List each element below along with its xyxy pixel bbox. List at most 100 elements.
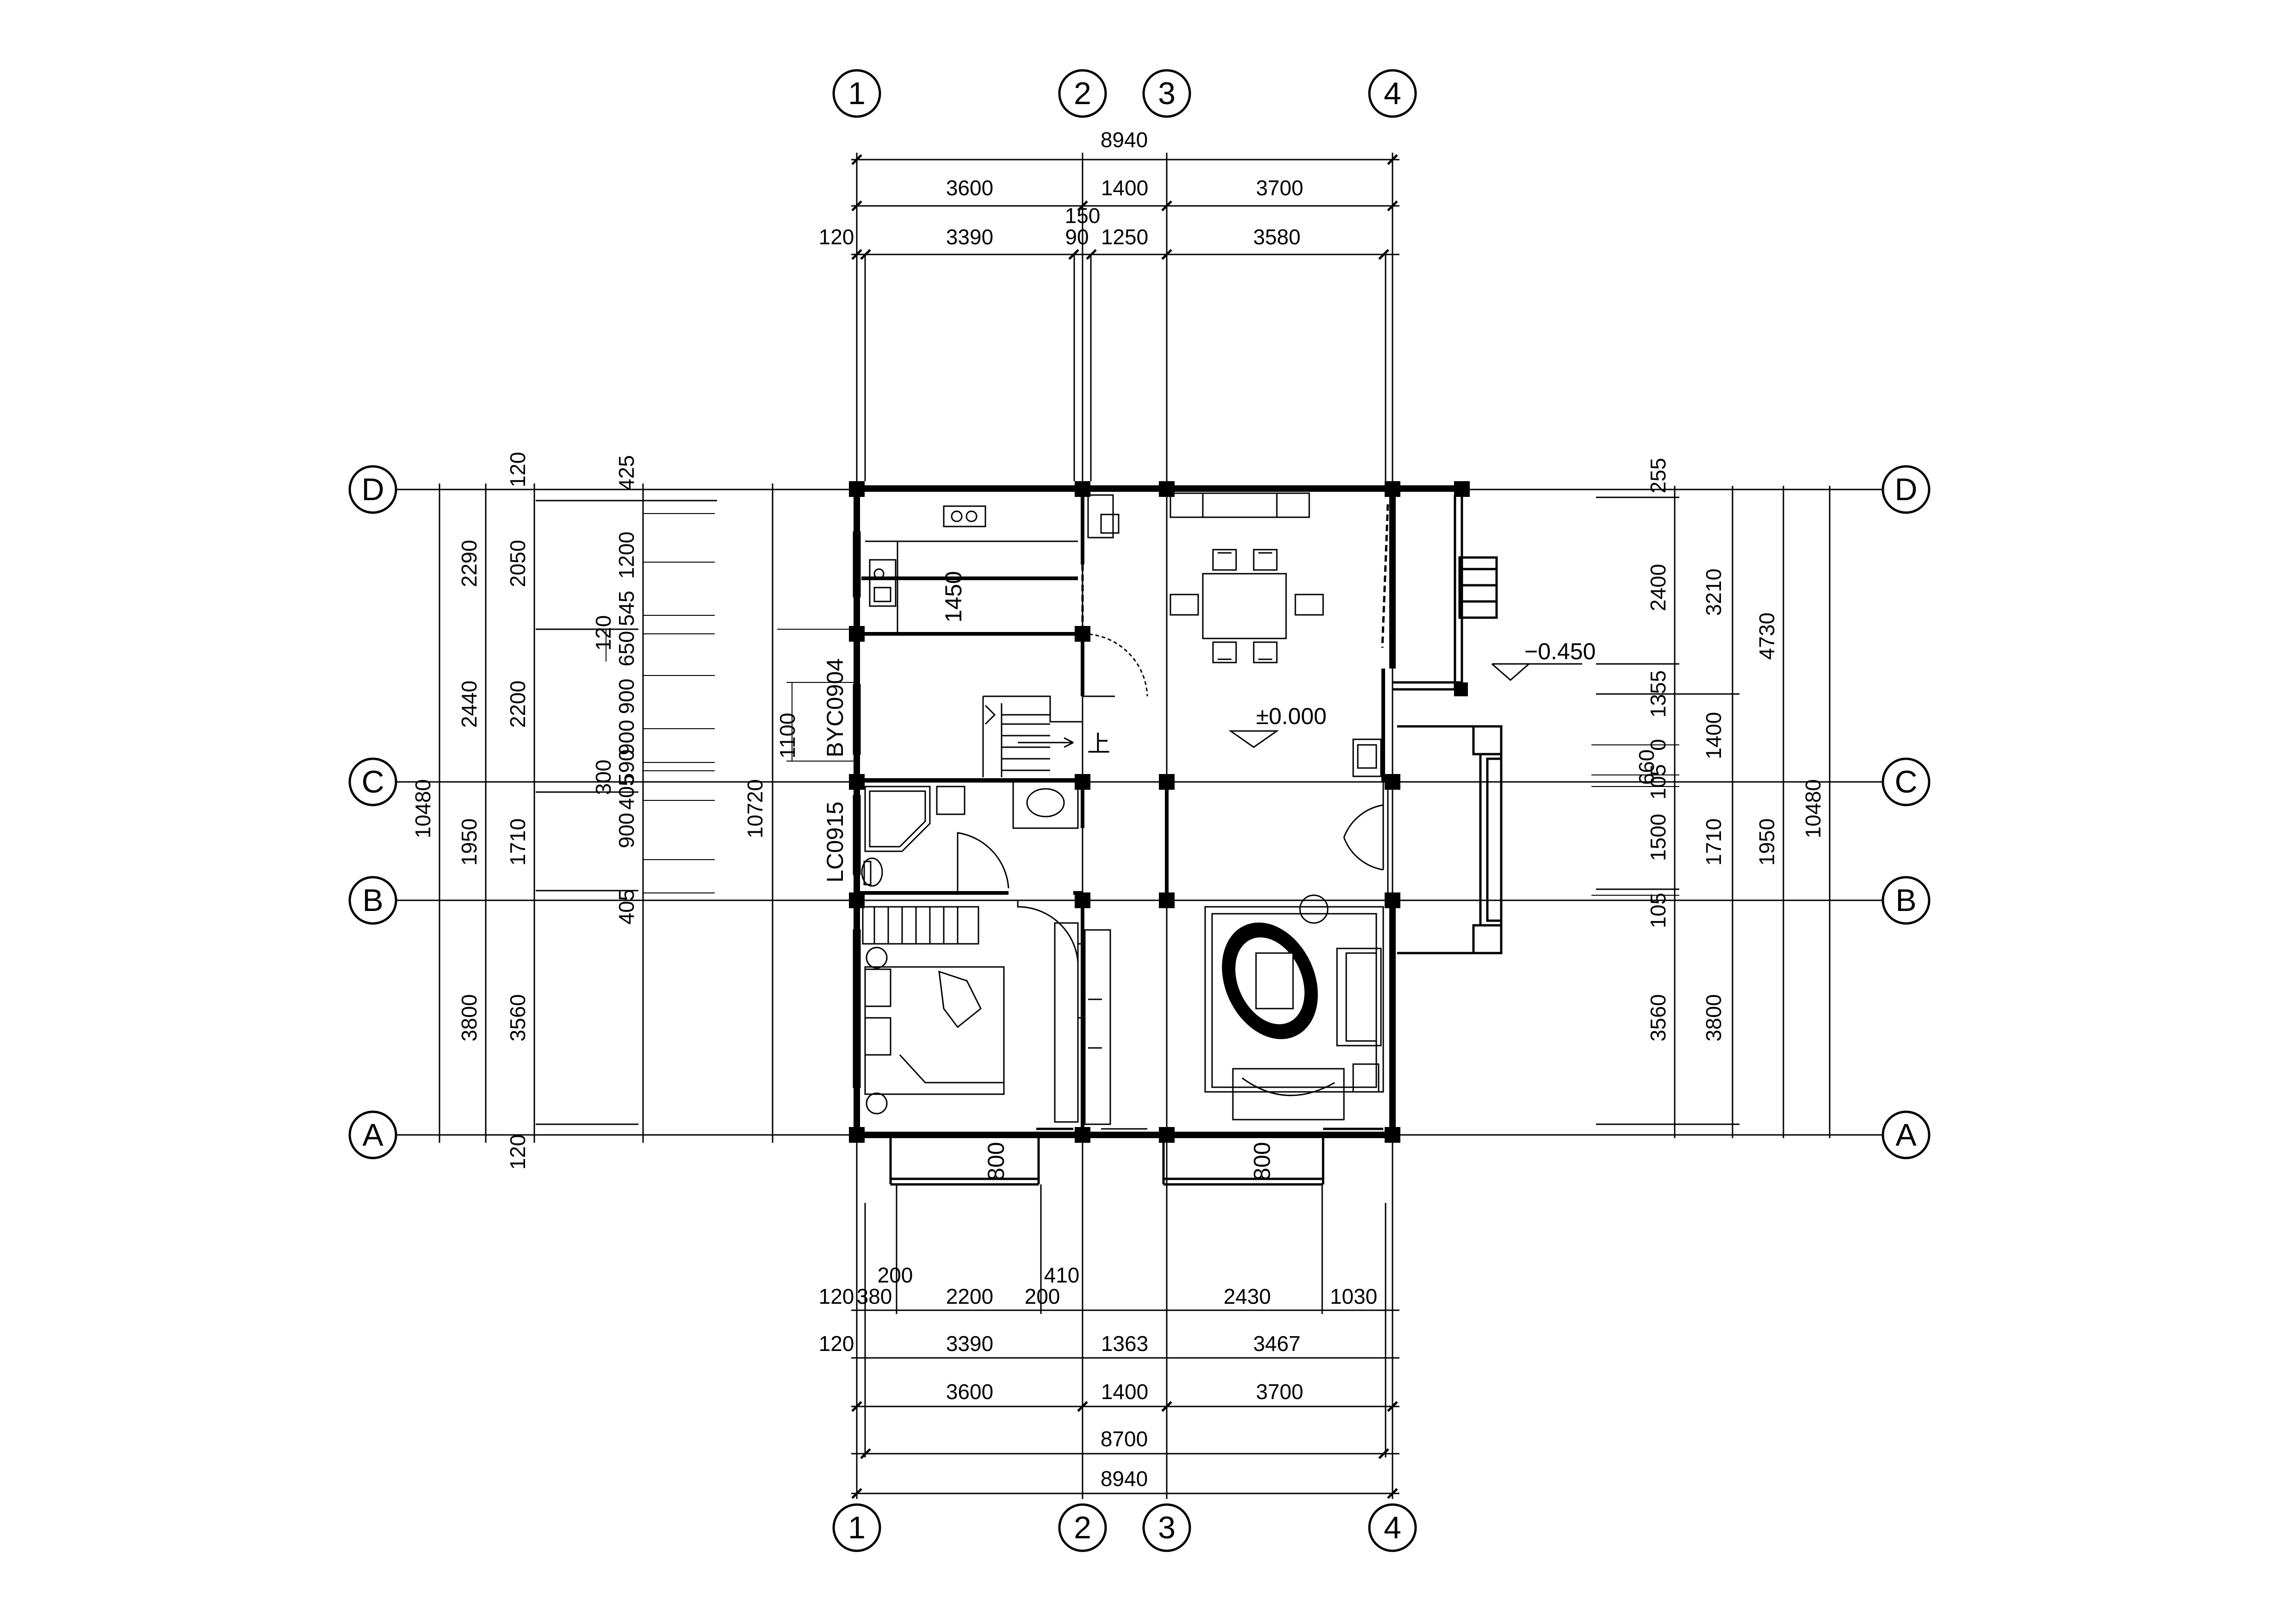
svg-text:105: 105	[1646, 893, 1670, 929]
svg-text:2440: 2440	[457, 681, 481, 728]
interior-walls	[857, 489, 1385, 1135]
svg-text:1950: 1950	[457, 818, 481, 866]
axis-bubble-A-left: A	[348, 1110, 397, 1159]
axis-bubble-4-top: 4	[1368, 69, 1417, 118]
svg-text:150: 150	[1065, 204, 1101, 228]
svg-text:2200: 2200	[946, 1284, 993, 1308]
doors	[957, 504, 1389, 972]
svg-text:2: 2	[1074, 76, 1091, 111]
svg-text:545: 545	[614, 591, 638, 626]
svg-text:3600: 3600	[946, 1380, 993, 1404]
svg-text:2: 2	[1074, 1510, 1091, 1545]
svg-text:0: 0	[1646, 739, 1670, 751]
svg-text:3700: 3700	[1256, 176, 1303, 200]
top-dimensions	[851, 154, 1399, 481]
porch-dim-left: 800	[983, 1142, 1009, 1180]
level-exterior: −0.450	[1524, 638, 1596, 664]
svg-text:1710: 1710	[1702, 818, 1726, 866]
svg-text:2400: 2400	[1646, 564, 1670, 611]
axis-bubble-3-top: 3	[1142, 69, 1191, 118]
svg-text:1400: 1400	[1101, 1380, 1148, 1404]
svg-text:2200: 2200	[506, 681, 530, 728]
svg-text:10720: 10720	[743, 779, 767, 838]
axis-bubble-B-right: B	[1881, 876, 1931, 925]
svg-text:10480: 10480	[411, 779, 435, 838]
svg-text:410: 410	[1044, 1263, 1080, 1287]
svg-text:1400: 1400	[1101, 176, 1148, 200]
svg-text:1250: 1250	[1101, 225, 1148, 249]
axis-bubble-4-bottom: 4	[1368, 1503, 1417, 1552]
axis-bubble-B-left: B	[348, 876, 397, 925]
svg-text:3580: 3580	[1253, 225, 1300, 249]
plan-labels: 1450 BYC0904 LC0915 上 ±0.000 −0.450 800 …	[822, 571, 1596, 1180]
svg-text:120: 120	[819, 1332, 854, 1356]
svg-text:4730: 4730	[1755, 613, 1779, 660]
svg-text:A: A	[1895, 1117, 1917, 1152]
svg-text:3560: 3560	[506, 994, 530, 1041]
bathroom-fixtures	[861, 781, 1079, 887]
kitchen-dimension: 1450	[941, 571, 966, 622]
axis-bubble-1-bottom: 1	[832, 1503, 881, 1552]
svg-text:200: 200	[1025, 1284, 1060, 1308]
svg-text:C: C	[1894, 764, 1917, 799]
axis-bubble-1-top: 1	[832, 69, 881, 118]
svg-text:590: 590	[614, 750, 638, 785]
left-dimension-text: 10480 10720 2290 2440 1950 3800 2050 220…	[411, 452, 799, 1170]
svg-text:900: 900	[614, 813, 638, 849]
svg-text:8940: 8940	[1101, 1467, 1148, 1491]
svg-text:2430: 2430	[1224, 1284, 1271, 1308]
svg-text:3: 3	[1158, 76, 1176, 111]
axis-bubble-3-bottom: 3	[1142, 1503, 1191, 1552]
svg-text:120: 120	[506, 1134, 530, 1170]
svg-text:1500: 1500	[1646, 814, 1670, 861]
svg-text:3: 3	[1158, 1510, 1176, 1545]
windows	[853, 492, 1310, 1138]
top-dimension-text: 8940 3600 1400 3700 120 3390 150 90 1250…	[819, 128, 1304, 249]
axis-bubbles: 1 2 3 4 1 2 3 4 D C B A D C B A	[348, 69, 1931, 1552]
svg-text:1363: 1363	[1101, 1332, 1148, 1356]
svg-text:2050: 2050	[506, 540, 530, 587]
svg-text:3390: 3390	[946, 225, 993, 249]
svg-text:1: 1	[848, 1510, 866, 1545]
svg-text:120: 120	[819, 225, 854, 249]
svg-text:3210: 3210	[1702, 569, 1726, 616]
level-markers	[1228, 663, 1582, 748]
right-dimensions	[1591, 486, 1831, 1138]
svg-text:3800: 3800	[1702, 994, 1726, 1041]
svg-text:1950: 1950	[1755, 818, 1779, 866]
axis-bubble-2-top: 2	[1058, 69, 1107, 118]
balconies	[889, 489, 1503, 1186]
svg-text:1030: 1030	[1330, 1284, 1377, 1308]
svg-text:3467: 3467	[1253, 1332, 1300, 1356]
svg-text:380: 380	[857, 1284, 892, 1308]
right-dimension-text: 255 2400 1355 0 660 105 1500 105 3210 14…	[1634, 458, 1825, 1042]
svg-text:10480: 10480	[1801, 779, 1825, 838]
svg-text:D: D	[361, 472, 384, 507]
svg-text:1: 1	[848, 76, 866, 111]
svg-text:1355: 1355	[1646, 670, 1670, 718]
svg-text:4: 4	[1384, 76, 1401, 111]
svg-text:405: 405	[614, 774, 638, 810]
left-dimensions	[439, 483, 856, 1143]
svg-text:120: 120	[819, 1284, 854, 1308]
svg-text:1400: 1400	[1702, 712, 1726, 759]
living-furniture	[1204, 894, 1384, 1121]
porch-dim-right: 800	[1249, 1142, 1275, 1180]
svg-text:3560: 3560	[1646, 994, 1670, 1041]
axis-bubble-D-right: D	[1881, 465, 1931, 514]
svg-text:3800: 3800	[457, 994, 481, 1041]
svg-text:8700: 8700	[1101, 1427, 1148, 1451]
axis-bubble-C-left: C	[348, 757, 397, 806]
svg-text:C: C	[361, 764, 384, 799]
svg-text:200: 200	[878, 1263, 913, 1287]
svg-text:90: 90	[1065, 225, 1089, 249]
axis-bubble-2-bottom: 2	[1058, 1503, 1107, 1552]
svg-text:B: B	[362, 883, 383, 918]
bedroom-furniture	[862, 906, 1111, 1125]
svg-text:3390: 3390	[946, 1332, 993, 1356]
svg-text:900: 900	[614, 720, 638, 756]
svg-text:650: 650	[614, 631, 638, 667]
svg-text:900: 900	[614, 679, 638, 714]
axis-bubble-C-right: C	[1881, 757, 1931, 806]
